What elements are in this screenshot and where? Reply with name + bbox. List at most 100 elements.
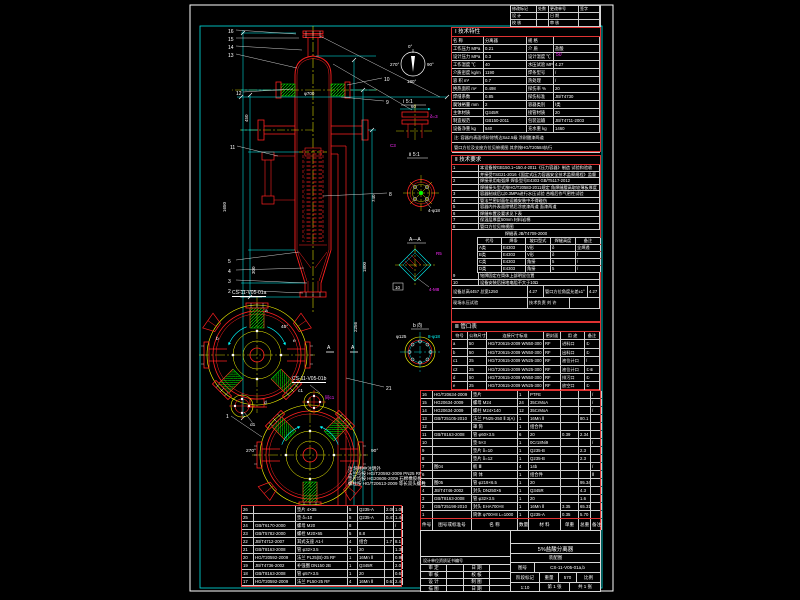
- table-cell: 16Mn Ⅱ: [529, 415, 561, 422]
- table-cell: 排污口: [561, 373, 585, 382]
- table-cell: 接管材质: [527, 109, 554, 116]
- table-cell: Q235-A: [529, 511, 561, 518]
- detail-1-flange: Ⅰ 5:1 60 δ=3 C3: [390, 99, 438, 148]
- table-cell: HG/T20634-2009: [433, 391, 472, 398]
- table-cell: HG/T20615-2009 WN25-300: [487, 365, 544, 373]
- table-cell: [570, 298, 600, 308]
- table-cell: 1: [518, 423, 529, 430]
- balloon: 21: [386, 386, 392, 392]
- table-cell: 现场水压试验: [452, 298, 528, 308]
- table-cell: 规 格: [527, 37, 554, 44]
- nozzle-label: c1: [298, 388, 303, 394]
- table-cell: 代号: [478, 238, 502, 244]
- table-cell: 组合件: [529, 471, 561, 478]
- table-cell: [452, 171, 479, 177]
- plan-view-a-labels: a b e d 45°: [216, 309, 296, 406]
- table-cell: 25: [242, 514, 254, 521]
- table-cell: 2: [421, 503, 433, 510]
- table-cell: 3: [452, 191, 479, 197]
- table-cell: GB/T8163-2008: [433, 431, 472, 438]
- tech-req-title: Ⅱ 技术要求: [452, 156, 600, 165]
- table-cell: HG20634-2009: [433, 407, 472, 414]
- table-cell: 液位计口: [561, 365, 585, 373]
- table-cell: 0.39: [561, 431, 579, 438]
- table-cell: 80.1: [579, 415, 591, 422]
- sign-label: 描 图: [420, 585, 447, 592]
- table-cell: 8: [421, 455, 433, 462]
- table-cell: JB/T4711-2003: [554, 117, 600, 124]
- scale-value: 1:10: [510, 582, 540, 592]
- table-cell: [561, 479, 579, 486]
- table-cell: HG/T20615-2009 WN50-300: [487, 348, 544, 357]
- table-cell: 17: [242, 578, 254, 585]
- table-cell: 7: [452, 217, 479, 223]
- same-as-note: 同c1: [325, 395, 335, 401]
- sheet-frame: [189, 4, 614, 592]
- table-cell: Q345R: [484, 109, 527, 116]
- table-cell: D类: [478, 266, 502, 272]
- detail-4-bolt-circle: b 向 8-φ18 φ125: [396, 322, 440, 372]
- table-cell: /: [585, 357, 600, 365]
- table-cell: PTFE: [529, 391, 561, 398]
- table-cell: RF: [544, 357, 561, 365]
- balloon: 2: [228, 289, 231, 295]
- table-cell: 工作压力 MPa: [452, 45, 484, 52]
- table-cell: 25: [468, 357, 487, 365]
- table-cell: HG/T20592-2009: [254, 554, 296, 561]
- table-row: 现场水压试验技术负责 刘 许: [452, 298, 600, 309]
- table-cell: 21: [242, 546, 254, 553]
- table-cell: 管 φ32×3.5: [296, 546, 348, 553]
- table-cell: 管 φ57×3.5: [296, 570, 348, 577]
- table-cell: 热处理: [527, 77, 554, 84]
- table-cell: 3.35: [561, 503, 579, 510]
- table-cell: [579, 463, 591, 470]
- table-cell: 盐酸: [554, 45, 600, 52]
- table-cell: [579, 423, 591, 430]
- table-cell: /: [554, 77, 600, 84]
- table-cell: [561, 471, 579, 478]
- table-cell: ①⑥: [585, 365, 600, 373]
- table-cell: 总重: [579, 519, 591, 530]
- table-cell: [561, 407, 579, 414]
- table-cell: [433, 511, 472, 518]
- table-cell: 20: [529, 431, 561, 438]
- table-cell: 连接尺寸标准: [487, 332, 544, 340]
- table-cell: 50: [468, 340, 487, 348]
- table-cell: 5: [551, 259, 576, 265]
- table-cell: 5: [348, 506, 358, 513]
- detail-label: Ⅰ 5:1: [403, 99, 413, 105]
- balloon: 16: [228, 29, 234, 35]
- table-cell: 20: [554, 85, 600, 92]
- table-cell: 补强圈 DN150 2B: [296, 562, 348, 569]
- table-cell: 签字: [579, 6, 600, 12]
- table-cell: GB/T5782-2000: [254, 530, 296, 537]
- dim-text: 2256: [353, 321, 358, 332]
- table-cell: 25: [468, 382, 487, 390]
- table-row: 代号焊条坡口型式焊缝高度备注: [478, 238, 601, 245]
- table-cell: [358, 522, 385, 529]
- table-cell: 1.7: [385, 538, 394, 545]
- spec-title: Ⅰ 技术特性: [452, 28, 600, 37]
- table-cell: 1: [518, 455, 529, 462]
- table-cell: 焊缝系数: [452, 93, 484, 100]
- table-cell: 8: [452, 223, 479, 229]
- table-cell: 垫片 4×35: [296, 506, 348, 513]
- table-cell: 1: [518, 415, 529, 422]
- table-cell: [537, 13, 549, 19]
- detail-label: A—A: [409, 237, 421, 243]
